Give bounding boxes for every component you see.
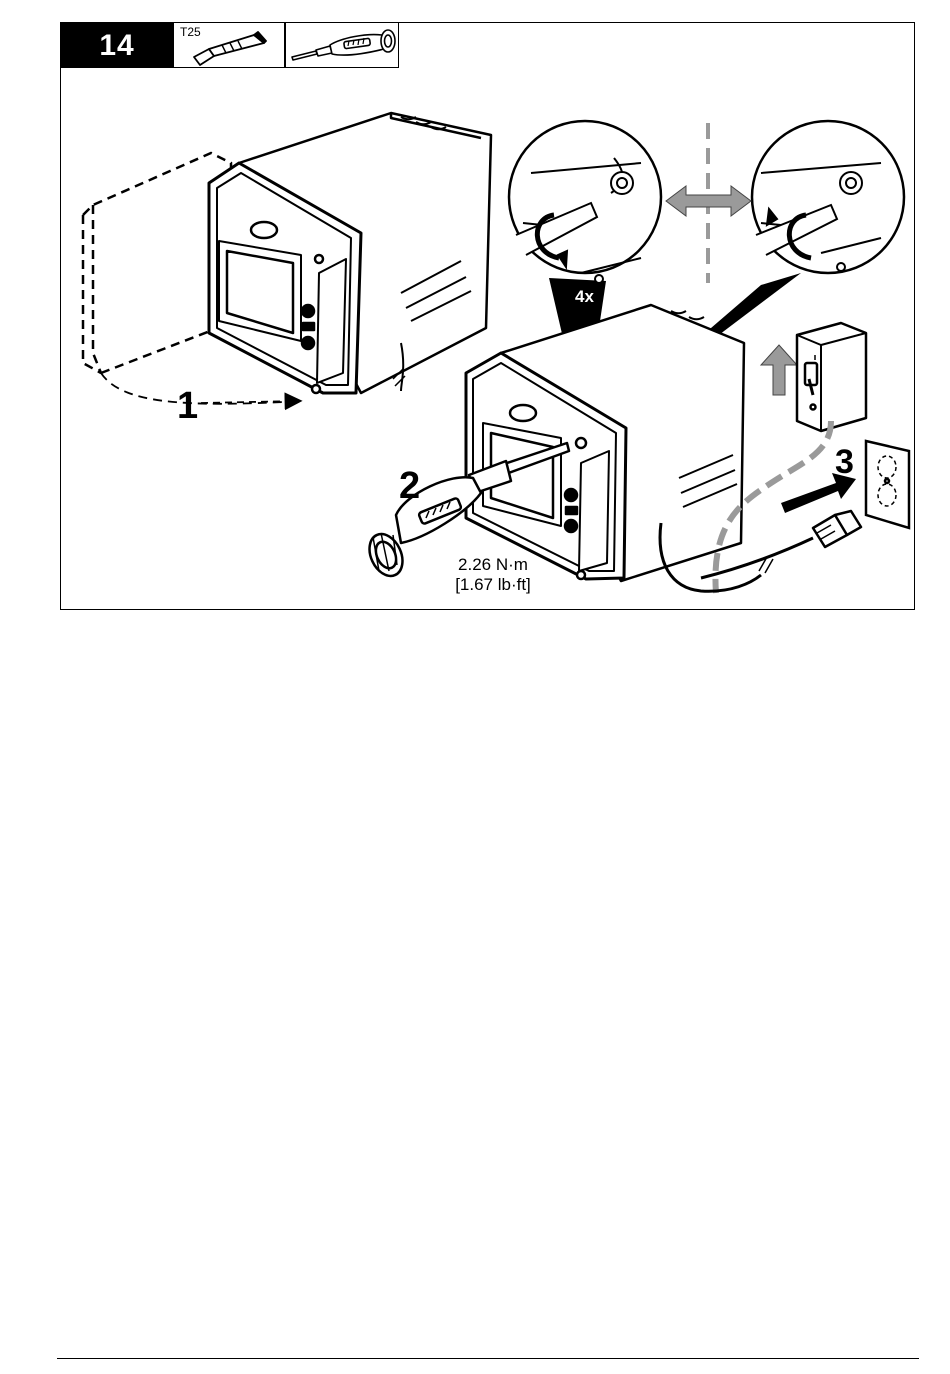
step-illustration-frame: 14 T25 1 2 3 4x 4x xyxy=(60,22,915,610)
controller-right xyxy=(466,305,744,581)
callout-step-3: 3 xyxy=(835,443,854,482)
callout-step-1: 1 xyxy=(177,385,198,428)
installation-illustration xyxy=(61,23,916,611)
torque-value: 2.26 N·m [1.67 lb·ft] xyxy=(433,555,553,595)
step-number-badge: 14 xyxy=(61,23,173,68)
switch-on-arrow xyxy=(761,345,797,395)
torque-metric: 2.26 N·m xyxy=(433,555,553,575)
callout-count-right: 4x xyxy=(743,265,762,285)
tool-t25-bit: T25 xyxy=(173,23,285,68)
callout-step-2: 2 xyxy=(399,465,420,508)
detail-circle-right xyxy=(752,121,904,273)
torque-imperial: [1.67 lb·ft] xyxy=(433,575,553,595)
controller-left xyxy=(209,113,491,393)
tool-bit-label: T25 xyxy=(180,25,201,39)
power-switch-box xyxy=(797,323,866,431)
callout-count-left: 4x xyxy=(575,287,594,307)
footer-rule xyxy=(57,1358,919,1359)
detail-circle-left xyxy=(509,121,661,283)
power-outlet xyxy=(866,441,909,528)
insert-arrow xyxy=(201,401,299,403)
torque-screwdriver-icon xyxy=(286,23,400,68)
tool-torque-screwdriver xyxy=(285,23,399,68)
